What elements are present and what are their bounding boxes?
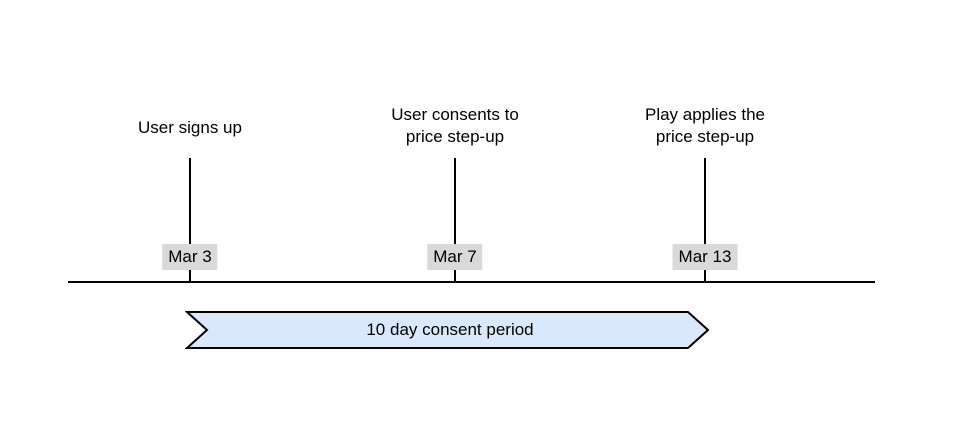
event-label: Play applies the price step-up	[644, 105, 766, 146]
chevron-ribbon-icon	[185, 311, 710, 349]
event-tick-line	[704, 158, 706, 282]
consent-period-banner-shape	[185, 311, 710, 349]
event-tick-line	[189, 158, 191, 282]
event-label: User consents to price step-up	[391, 105, 519, 146]
event-date-badge: Mar 3	[162, 244, 218, 270]
event-label: User signs up	[138, 118, 242, 137]
consent-period-label: 10 day consent period	[366, 320, 534, 339]
event-date-badge: Mar 13	[672, 244, 738, 270]
event-tick-line	[454, 158, 456, 282]
timeline-axis	[68, 281, 875, 283]
event-date-badge: Mar 7	[427, 244, 483, 270]
